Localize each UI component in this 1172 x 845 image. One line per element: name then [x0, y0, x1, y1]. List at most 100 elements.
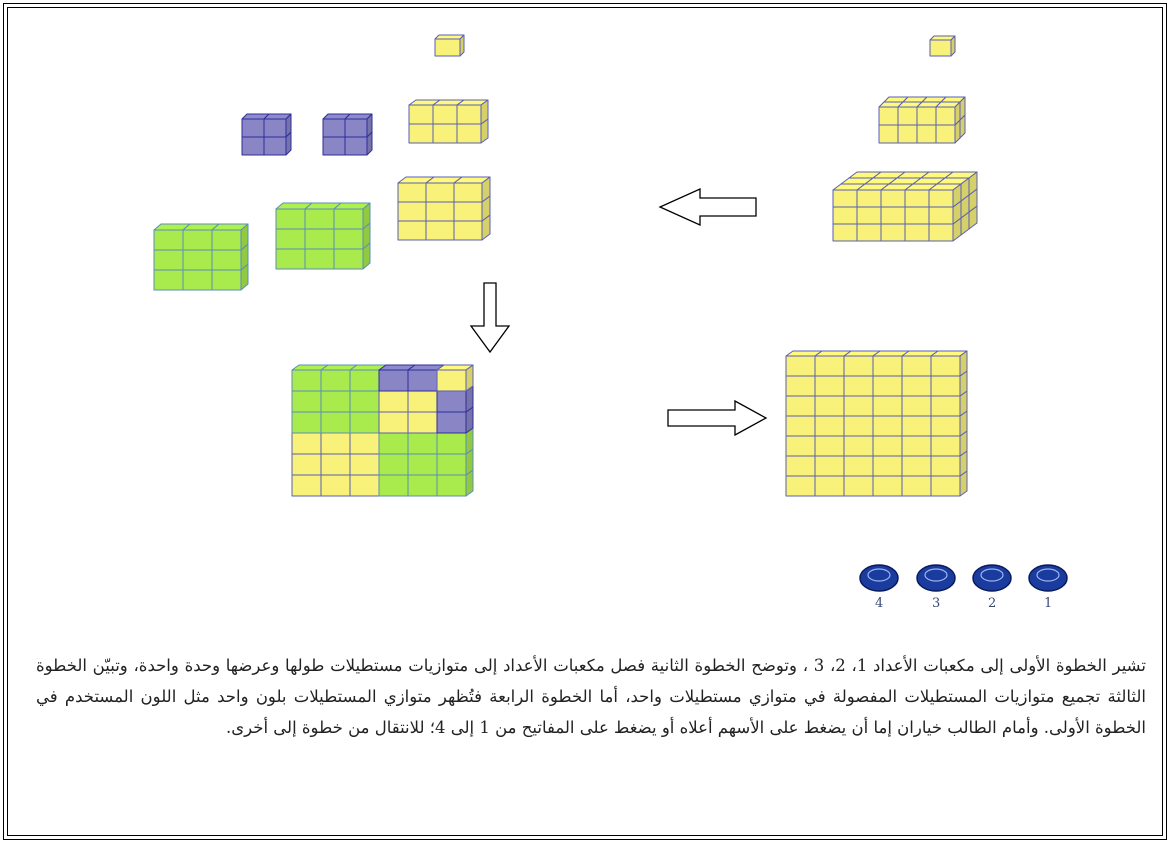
- cube-front-face: [397, 220, 427, 241]
- cube-front-face: [408, 104, 434, 125]
- cube-front-face: [378, 411, 409, 434]
- cube-front-face: [901, 475, 932, 497]
- cube-front-face: [349, 411, 380, 434]
- cube-front-face: [211, 249, 242, 271]
- cube-front-face: [378, 474, 409, 497]
- cube-front-face: [814, 395, 845, 417]
- cube-front-face: [901, 375, 932, 397]
- cube-front-face: [436, 411, 467, 434]
- cube-front-face: [407, 453, 438, 476]
- cube-front-face: [878, 124, 899, 144]
- cube-front-face: [211, 229, 242, 251]
- cube-front-face: [785, 475, 816, 497]
- cube-front-face: [349, 390, 380, 413]
- step-button-label: 3: [932, 596, 940, 611]
- cube-front-face: [320, 411, 351, 434]
- cube-side-face: [465, 364, 474, 392]
- arrow-down-icon[interactable]: [469, 282, 511, 354]
- cube-front-face: [814, 475, 845, 497]
- cube-front-face: [378, 390, 409, 413]
- cube-front-face: [182, 229, 213, 251]
- cube-front-face: [407, 411, 438, 434]
- cube-front-face: [378, 369, 409, 392]
- cube-front-face: [407, 369, 438, 392]
- inner-frame: [7, 7, 1163, 836]
- step-button-3[interactable]: 3: [916, 564, 956, 611]
- cube-front-face: [901, 415, 932, 437]
- cube-front-face: [785, 455, 816, 477]
- cube-front-face: [930, 435, 961, 457]
- cube-front-face: [785, 375, 816, 397]
- cube-front-face: [832, 206, 858, 225]
- cube-front-face: [928, 223, 954, 242]
- button-highlight: [867, 568, 891, 582]
- cube-front-face: [434, 38, 461, 57]
- cube-front-face: [872, 395, 903, 417]
- cube-front-face: [304, 228, 335, 250]
- step-button-4[interactable]: 4: [859, 564, 899, 611]
- cube-front-face: [436, 369, 467, 392]
- arrow-left-icon[interactable]: [658, 187, 757, 227]
- cube-front-face: [397, 182, 427, 203]
- cube-front-face: [901, 455, 932, 477]
- cube-front-face: [436, 453, 467, 476]
- outer-frame: [3, 3, 1167, 840]
- cube-front-face: [453, 182, 483, 203]
- cube-front-face: [904, 206, 930, 225]
- cube-front-face: [930, 415, 961, 437]
- cube-front-face: [880, 189, 906, 208]
- step2-separated-slices[interactable]: [153, 34, 491, 291]
- cube-front-face: [333, 208, 364, 230]
- step3-combined-prism[interactable]: [291, 364, 474, 497]
- cube-front-face: [930, 375, 961, 397]
- cube-front-face: [856, 206, 882, 225]
- step1-unit-cubes[interactable]: [832, 35, 978, 242]
- cube-front-face: [843, 355, 874, 377]
- cube-front-face: [814, 375, 845, 397]
- cube-front-face: [897, 106, 918, 126]
- step4-single-color-prism[interactable]: [785, 350, 968, 497]
- cube-side-face: [362, 202, 371, 230]
- cube-front-face: [872, 455, 903, 477]
- cube-side-face: [950, 35, 956, 57]
- cube-front-face: [263, 118, 287, 138]
- step-button-2[interactable]: 2: [972, 564, 1012, 611]
- cube-front-face: [935, 124, 956, 144]
- cube-front-face: [322, 118, 346, 138]
- cube-front-face: [407, 474, 438, 497]
- cube-front-face: [211, 269, 242, 291]
- cube-front-face: [930, 475, 961, 497]
- cube-front-face: [872, 415, 903, 437]
- cube-front-face: [304, 248, 335, 270]
- cube-front-face: [901, 435, 932, 457]
- cube-front-face: [814, 415, 845, 437]
- cube-front-face: [275, 228, 306, 250]
- cube-front-face: [843, 375, 874, 397]
- cube-front-face: [843, 395, 874, 417]
- cube-front-face: [153, 229, 184, 251]
- cube-front-face: [832, 189, 858, 208]
- cube-front-face: [916, 106, 937, 126]
- cube-front-face: [241, 136, 265, 156]
- cube-front-face: [432, 104, 458, 125]
- cube-front-face: [432, 123, 458, 144]
- cube-front-face: [153, 249, 184, 271]
- cube-front-face: [928, 206, 954, 225]
- cube-front-face: [785, 355, 816, 377]
- cube-front-face: [832, 223, 858, 242]
- cube-front-face: [935, 106, 956, 126]
- cube-front-face: [408, 123, 434, 144]
- arrow-right-icon[interactable]: [667, 399, 768, 437]
- cube-front-face: [872, 435, 903, 457]
- cube-front-face: [904, 223, 930, 242]
- cube-front-face: [843, 455, 874, 477]
- cube-front-face: [291, 411, 322, 434]
- cube-front-face: [349, 453, 380, 476]
- cube-front-face: [814, 435, 845, 457]
- step-button-1[interactable]: 1: [1028, 564, 1068, 611]
- cube-side-face: [366, 113, 373, 138]
- cube-front-face: [349, 369, 380, 392]
- cube-side-face: [481, 176, 491, 203]
- caption-paragraph: تشير الخطوة الأولى إلى مكعبات الأعداد 1،…: [36, 656, 1146, 737]
